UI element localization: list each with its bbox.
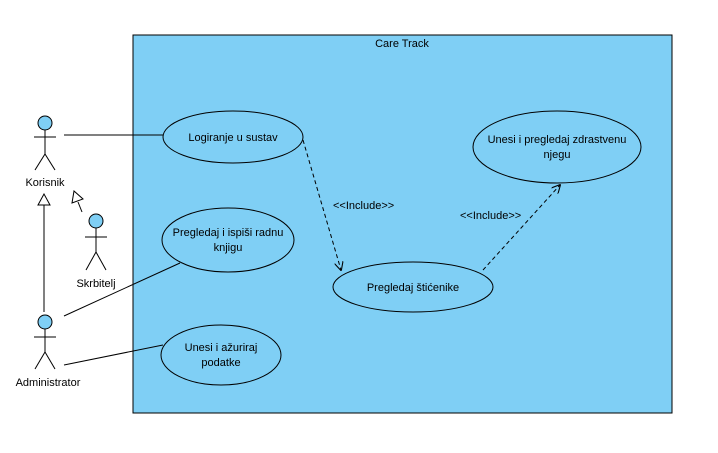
include-logiranje-sticenike — [302, 139, 341, 270]
use-case-unesi-azuriraj-label-2: podatke — [201, 357, 240, 369]
use-case-logiranje-label: Logiranje u sustav — [188, 132, 278, 144]
generalization-administrator-korisnik — [37, 192, 51, 312]
actor-administrator-head-icon — [37, 314, 53, 330]
use-case-unesi-azuriraj-label-1: Unesi i ažuriraj — [185, 342, 258, 354]
actor-administrator[interactable]: Administrator — [16, 314, 81, 389]
actor-korisnik-label: Korisnik — [25, 177, 65, 189]
use-case-logiranje[interactable]: Logiranje u sustav — [162, 110, 304, 164]
include-label-1: <<Include>> — [333, 200, 394, 212]
include-label-2: <<Include>> — [460, 210, 521, 222]
association-admin-unesi-azuriraj — [63, 344, 164, 366]
use-case-unesi-zdravstvenu-label-2: njegu — [544, 149, 571, 161]
use-case-pregledaj-sticenike[interactable]: Pregledaj štićenike — [332, 261, 494, 313]
actor-administrator-label: Administrator — [16, 377, 81, 389]
use-case-pregledaj-sticenike-label: Pregledaj štićenike — [367, 282, 459, 294]
system-title: Care Track — [375, 38, 429, 50]
actor-skrbitelj-label: Skrbitelj — [76, 278, 115, 290]
actor-korisnik[interactable]: Korisnik — [25, 115, 65, 189]
generalization-skrbitelj-korisnik — [71, 190, 84, 213]
use-case-pregledaj-radnu-knjigu[interactable]: Pregledaj i ispiši radnu knjigu — [161, 207, 295, 273]
use-case-unesi-azuriraj[interactable]: Unesi i ažuriraj podatke — [160, 324, 282, 386]
use-case-unesi-zdravstvenu-label-1: Unesi i pregledaj zdrastvenu — [488, 134, 627, 146]
actor-skrbitelj-head-icon — [88, 213, 104, 229]
actor-skrbitelj[interactable]: Skrbitelj — [76, 213, 116, 290]
actor-korisnik-head-icon — [37, 115, 53, 131]
use-case-pregledaj-radnu-label-2: knjigu — [214, 242, 243, 254]
include-sticenike-zdravstvena — [482, 185, 560, 271]
association-admin-pregledaj-radnu — [63, 262, 181, 317]
use-case-unesi-zdravstvenu-njegu[interactable]: Unesi i pregledaj zdrastvenu njegu — [472, 110, 642, 184]
use-case-pregledaj-radnu-label-1: Pregledaj i ispiši radnu — [173, 227, 284, 239]
